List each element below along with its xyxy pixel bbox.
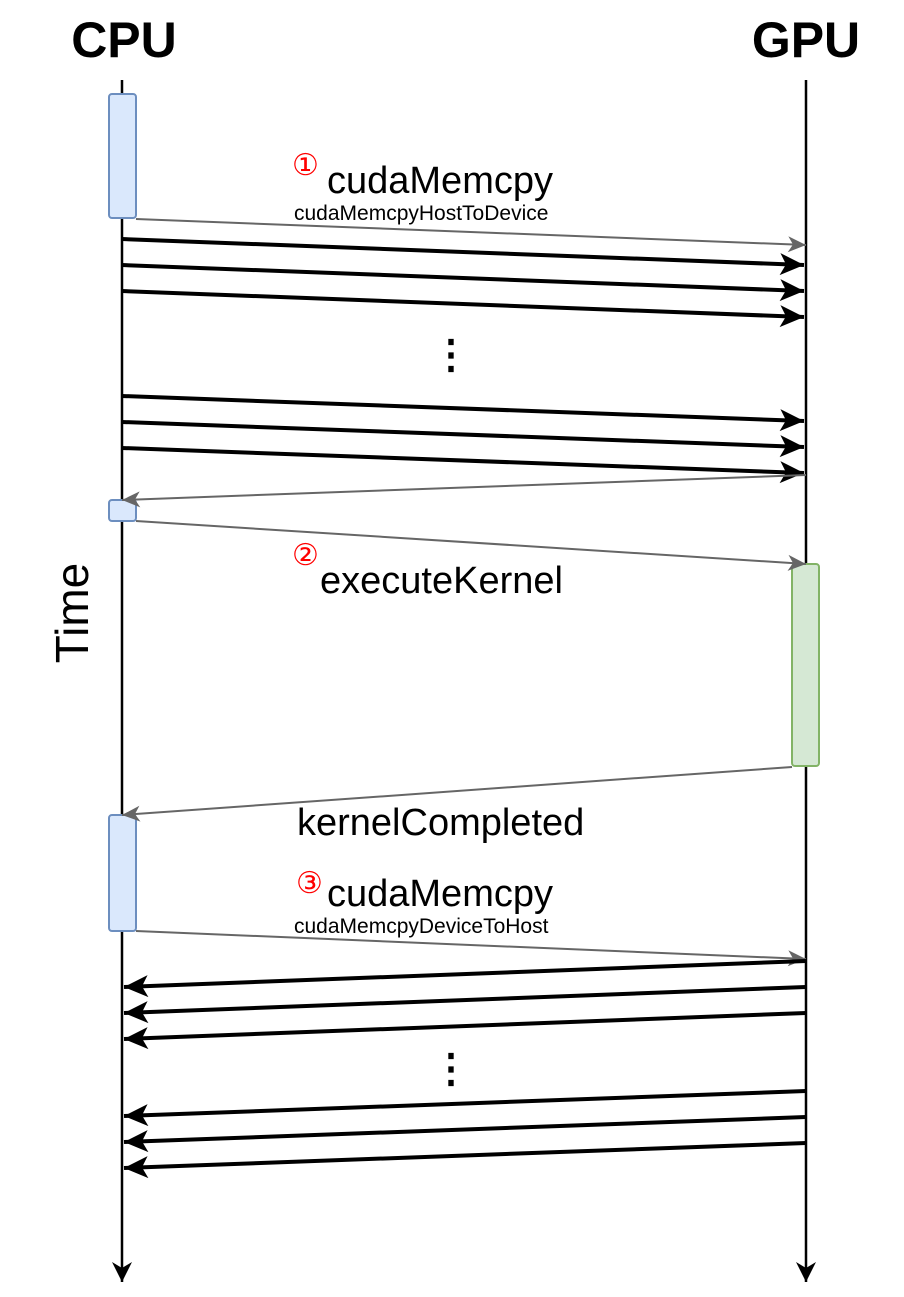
kernel-completed-label: kernelCompleted [297, 802, 584, 844]
dtoh-transfer-arrow [123, 1089, 807, 1127]
htod-transfer-arrow [121, 394, 805, 432]
gpu-activation-kernel [791, 563, 820, 767]
step1-title: cudaMemcpy [327, 160, 553, 202]
step1-marker: ① [292, 148, 319, 183]
htod-transfer-arrow [121, 446, 805, 484]
step3-subtitle: cudaMemcpyDeviceToHost [294, 915, 549, 938]
dtoh-transfer-group [123, 959, 807, 1179]
dtoh-transfer-arrow [123, 959, 807, 998]
htod-transfer-arrow [121, 263, 805, 302]
cpu-activation-launch [108, 499, 137, 522]
step1-subtitle: cudaMemcpyHostToDevice [294, 202, 548, 225]
htod-ellipsis: ⋮ [431, 333, 471, 377]
step3-marker: ③ [296, 866, 323, 901]
dtoh-transfer-arrow [123, 1141, 807, 1179]
kernel-launch-arrow [135, 520, 807, 571]
dtoh-ellipsis: ⋮ [431, 1047, 471, 1091]
htod-transfer-arrow [121, 237, 805, 276]
memcpy-dtoh-request-arrow [135, 930, 807, 967]
htod-transfer-arrow [121, 289, 805, 328]
time-axis-label: Time [46, 563, 98, 664]
step2-marker: ② [292, 538, 319, 573]
step2-title: executeKernel [320, 560, 563, 602]
htod-transfer-arrow [121, 420, 805, 458]
memcpy-htod-ack-arrow [121, 474, 807, 508]
dtoh-transfer-arrow [123, 1115, 807, 1153]
step3-title: cudaMemcpy [327, 873, 553, 915]
cpu-activation-memcpy-dtoh [108, 814, 137, 932]
dtoh-transfer-arrow [123, 1011, 807, 1050]
cpu-label: CPU [71, 12, 177, 68]
dtoh-transfer-arrow [123, 985, 807, 1024]
cpu-activation-memcpy-htod [108, 93, 137, 219]
gpu-label: GPU [752, 12, 860, 68]
htod-transfer-group [121, 237, 805, 484]
memcpy-htod-request-arrow [135, 218, 807, 253]
kernel-completed-arrow [121, 766, 793, 822]
